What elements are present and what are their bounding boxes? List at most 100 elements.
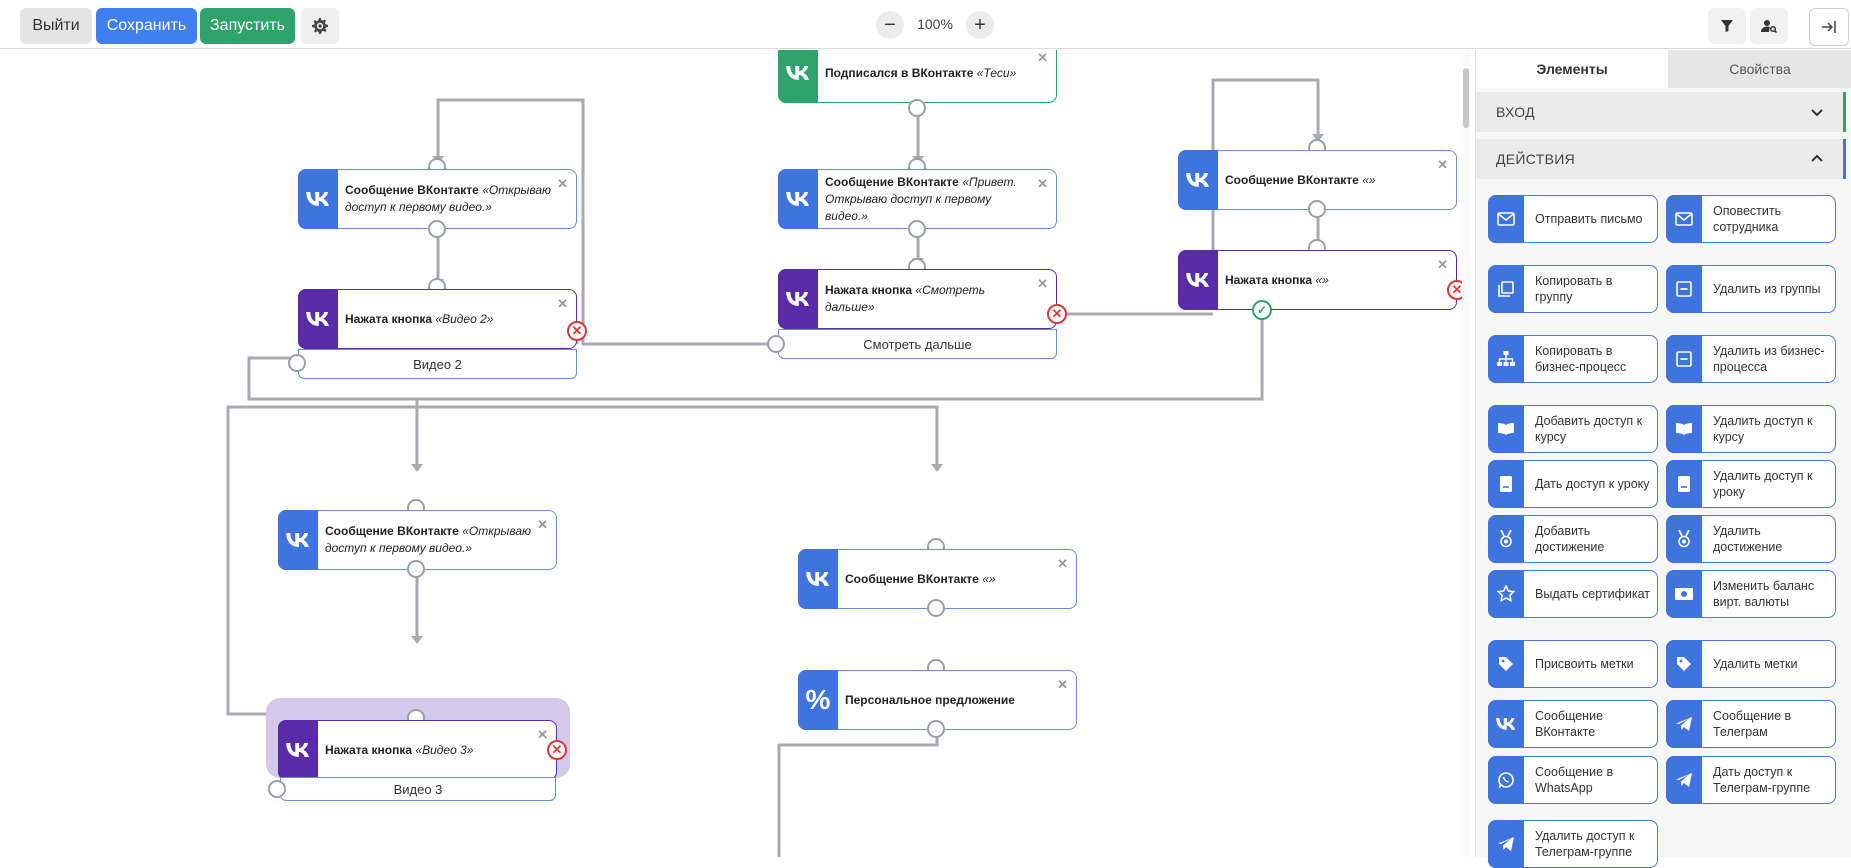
button-press-node[interactable]: Нажата кнопка «Видео 2» ✕ bbox=[298, 289, 577, 349]
settings-button[interactable] bbox=[301, 8, 339, 44]
error-port[interactable]: ✕ bbox=[1047, 304, 1067, 324]
action-item[interactable]: Сообщение ВКонтакте bbox=[1488, 700, 1658, 748]
action-item[interactable]: Удалить из бизнес-процесса bbox=[1666, 335, 1836, 383]
delete-node-button[interactable]: ✕ bbox=[1037, 276, 1048, 291]
delete-node-button[interactable]: ✕ bbox=[557, 176, 568, 191]
node-detail: «Видео 2» bbox=[435, 311, 494, 326]
chevron-down-icon bbox=[1811, 109, 1823, 117]
action-item[interactable]: Дать доступ к уроку bbox=[1488, 460, 1658, 508]
gear-icon bbox=[312, 18, 328, 34]
action-item[interactable]: Удалить достижение bbox=[1666, 515, 1836, 563]
telegram-icon bbox=[1488, 820, 1524, 868]
action-label: Дать доступ к уроку bbox=[1535, 477, 1650, 491]
button-option[interactable]: Видео 3 bbox=[280, 777, 556, 801]
button-press-node[interactable]: Нажата кнопка «Смотреть дальше» ✕ bbox=[778, 269, 1057, 329]
node-title: Сообщение ВКонтакте bbox=[825, 174, 959, 189]
button-press-node[interactable]: Нажата кнопка «Видео 3» ✕ bbox=[278, 720, 557, 780]
save-button[interactable]: Сохранить bbox=[96, 8, 197, 44]
button-option-port[interactable] bbox=[767, 335, 785, 353]
vk-icon bbox=[798, 549, 838, 609]
delete-node-button[interactable]: ✕ bbox=[1037, 176, 1048, 191]
canvas-scrollbar[interactable] bbox=[1462, 52, 1470, 857]
output-port[interactable] bbox=[428, 220, 446, 238]
action-item[interactable]: Добавить доступ к курсу bbox=[1488, 405, 1658, 453]
action-item[interactable]: Выдать сертификат bbox=[1488, 570, 1658, 618]
button-option[interactable]: Видео 2 bbox=[298, 349, 577, 379]
output-port[interactable] bbox=[927, 599, 945, 617]
action-item[interactable]: Присвоить метки bbox=[1488, 640, 1658, 688]
action-item[interactable]: Сообщение в WhatsApp bbox=[1488, 756, 1658, 804]
vk-message-node[interactable]: Сообщение ВКонтакте «Открываю доступ к п… bbox=[298, 169, 577, 229]
action-item[interactable]: Удалить метки bbox=[1666, 640, 1836, 688]
filter-button[interactable] bbox=[1708, 8, 1746, 44]
user-search-button[interactable] bbox=[1750, 8, 1788, 44]
minus-box-icon bbox=[1666, 265, 1702, 313]
delete-node-button[interactable]: ✕ bbox=[1437, 257, 1448, 272]
action-item[interactable]: Отправить письмо bbox=[1488, 195, 1658, 243]
action-item[interactable]: Копировать в бизнес-процесс bbox=[1488, 335, 1658, 383]
button-option-port[interactable] bbox=[268, 780, 286, 798]
action-item[interactable]: Удалить доступ к Телеграм-группе bbox=[1488, 820, 1658, 868]
canvas-scrollbar-thumb[interactable] bbox=[1463, 68, 1469, 128]
envelope-icon bbox=[1488, 195, 1524, 243]
node-text: Сообщение ВКонтакте «Открываю доступ к п… bbox=[325, 511, 534, 569]
button-press-node[interactable]: Нажата кнопка «» ✕ bbox=[1178, 250, 1457, 310]
vk-message-node[interactable]: Сообщение ВКонтакте «» ✕ bbox=[1178, 150, 1457, 210]
vk-icon bbox=[778, 269, 818, 329]
delete-node-button[interactable]: ✕ bbox=[537, 517, 548, 532]
star-icon bbox=[1488, 570, 1524, 618]
money-icon bbox=[1666, 570, 1702, 618]
delete-node-button[interactable]: ✕ bbox=[1057, 677, 1068, 692]
tab-elements[interactable]: Элементы bbox=[1476, 50, 1668, 88]
output-port[interactable] bbox=[908, 220, 926, 238]
action-item[interactable]: Сообщение в Телеграм bbox=[1666, 700, 1836, 748]
error-port[interactable]: ✕ bbox=[567, 321, 587, 341]
node-title: Сообщение ВКонтакте bbox=[1225, 172, 1359, 187]
section-actions[interactable]: ДЕЙСТВИЯ bbox=[1476, 139, 1846, 179]
node-title: Сообщение ВКонтакте bbox=[845, 571, 979, 586]
delete-node-button[interactable]: ✕ bbox=[537, 727, 548, 742]
delete-node-button[interactable]: ✕ bbox=[1057, 556, 1068, 571]
action-item[interactable]: Дать доступ к Телеграм-группе bbox=[1666, 756, 1836, 804]
tab-properties[interactable]: Свойства bbox=[1668, 50, 1851, 88]
success-port[interactable]: ✓ bbox=[1252, 300, 1272, 320]
node-detail: «» bbox=[1315, 272, 1329, 287]
action-item[interactable]: Удалить из группы bbox=[1666, 265, 1836, 313]
trigger-node[interactable]: Подписался в ВКонтакте «Теси» ✕ bbox=[778, 50, 1057, 103]
zoom-out-button[interactable]: − bbox=[876, 11, 904, 39]
node-detail: «Открываю доступ к первому видео.» bbox=[325, 524, 532, 555]
book-icon bbox=[1488, 405, 1524, 453]
action-item[interactable]: Добавить достижение bbox=[1488, 515, 1658, 563]
delete-node-button[interactable]: ✕ bbox=[557, 296, 568, 311]
delete-node-button[interactable]: ✕ bbox=[1437, 157, 1448, 172]
collapse-panel-button[interactable] bbox=[1809, 8, 1849, 46]
action-item[interactable]: Копировать в группу bbox=[1488, 265, 1658, 313]
action-item[interactable]: Изменить баланс вирт. валюты bbox=[1666, 570, 1836, 618]
button-option-port[interactable] bbox=[288, 354, 306, 372]
button-option[interactable]: Смотреть дальше bbox=[778, 329, 1057, 359]
action-item[interactable]: Удалить доступ к курсу bbox=[1666, 405, 1836, 453]
node-title: Нажата кнопка bbox=[1225, 272, 1313, 287]
medal-icon bbox=[1666, 515, 1702, 563]
vk-icon bbox=[278, 510, 318, 570]
run-button[interactable]: Запустить bbox=[200, 8, 295, 44]
action-item[interactable]: Удалить доступ к уроку bbox=[1666, 460, 1836, 508]
node-text: Сообщение ВКонтакте «» bbox=[845, 550, 1054, 608]
action-label: Оповестить сотрудника bbox=[1713, 204, 1782, 234]
vk-message-node[interactable]: Сообщение ВКонтакте «Привет. Открываю до… bbox=[778, 169, 1057, 229]
error-port[interactable]: ✕ bbox=[547, 740, 567, 760]
node-title: Подписался в ВКонтакте bbox=[825, 65, 974, 80]
action-label: Копировать в бизнес-процесс bbox=[1535, 344, 1627, 374]
output-port[interactable] bbox=[908, 99, 926, 117]
output-port[interactable] bbox=[927, 720, 945, 738]
zoom-in-button[interactable]: + bbox=[966, 11, 994, 39]
flow-canvas[interactable]: Подписался в ВКонтакте «Теси» ✕ Сообщени… bbox=[0, 50, 1470, 857]
vk-icon bbox=[298, 169, 338, 229]
output-port[interactable] bbox=[407, 560, 425, 578]
node-text: Сообщение ВКонтакте «» bbox=[1225, 151, 1434, 209]
delete-node-button[interactable]: ✕ bbox=[1037, 50, 1048, 65]
output-port[interactable] bbox=[1308, 200, 1326, 218]
section-input[interactable]: ВХОД bbox=[1476, 92, 1846, 132]
exit-button[interactable]: Выйти bbox=[20, 8, 92, 44]
action-item[interactable]: Оповестить сотрудника bbox=[1666, 195, 1836, 243]
